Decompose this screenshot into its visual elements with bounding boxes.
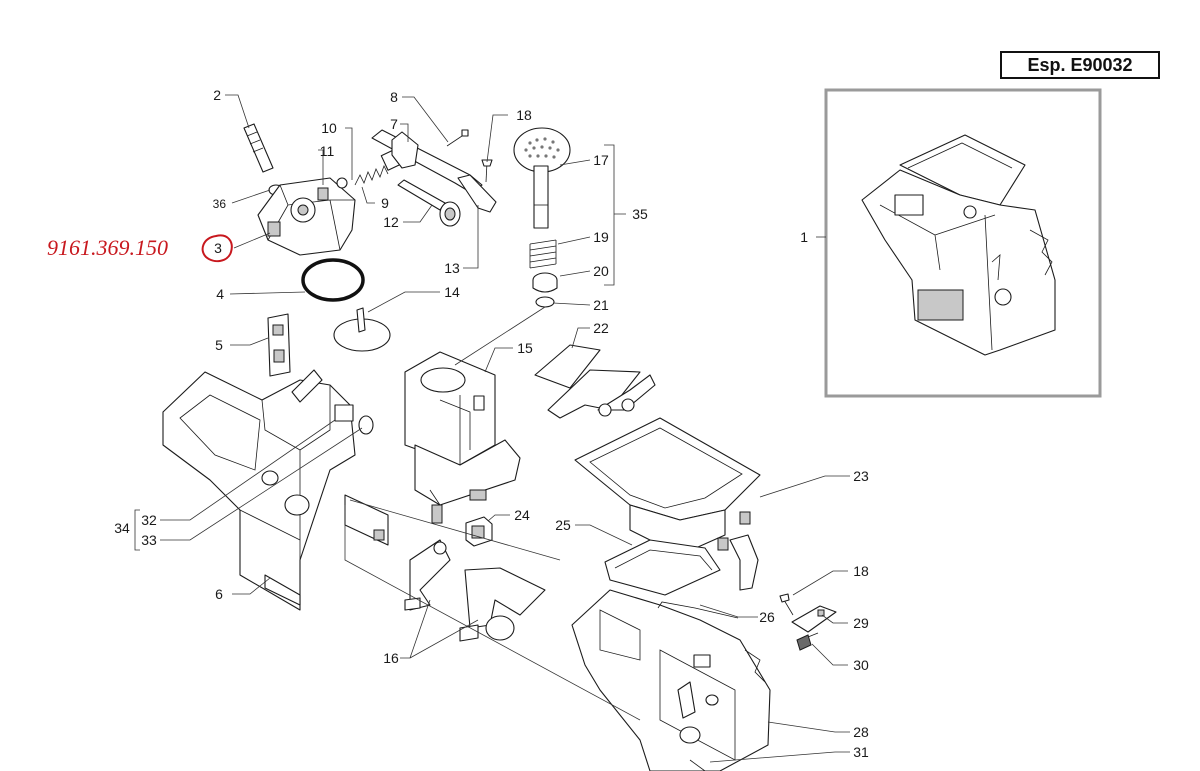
part-26-clip (657, 601, 739, 619)
part-8-screw (446, 129, 469, 147)
callout-18-right: 18 (853, 563, 869, 579)
callout-28: 28 (853, 724, 869, 740)
callout-19: 19 (593, 229, 609, 245)
part-3-grinder-head (257, 177, 356, 256)
callout-36: 36 (213, 197, 227, 211)
callout-16: 16 (383, 650, 399, 666)
part-7-bracket (371, 129, 497, 213)
callout-7: 7 (390, 116, 398, 132)
sheet-reference-text: Esp. E90032 (1027, 55, 1132, 75)
callout-11: 11 (320, 143, 335, 159)
callout-24: 24 (514, 507, 530, 523)
callout-26: 26 (759, 609, 775, 625)
part-30-spring (796, 632, 819, 651)
callout-8: 8 (390, 89, 398, 105)
part-31-screw (689, 759, 706, 771)
callout-5: 5 (215, 337, 223, 353)
part-code-highlight: 9161.369.150 (47, 234, 233, 263)
callout-20: 20 (593, 263, 609, 279)
part-4-large-oring (301, 258, 365, 302)
part-29-bracket (791, 605, 837, 633)
part-18-screw-top (481, 159, 493, 183)
callout-23: 23 (853, 468, 869, 484)
callout-9: 9 (381, 195, 389, 211)
callout-14: 14 (444, 284, 460, 300)
part-23-hopper (574, 417, 761, 556)
callout-22: 22 (593, 320, 609, 336)
callout-17: 17 (593, 152, 609, 168)
leader-lines (134, 94, 850, 763)
callout-3-circle (201, 234, 233, 263)
part-21-oring (535, 296, 555, 308)
callout-labels: 1 2 36 3 4 10 11 8 7 9 12 18 13 17 19 20… (114, 87, 869, 760)
part-24-block (465, 516, 493, 547)
part-2-shaft (243, 123, 274, 173)
sheet-reference: Esp. E90032 (1000, 51, 1160, 79)
callout-21: 21 (593, 297, 609, 313)
callout-15: 15 (517, 340, 533, 356)
part-25-chute (604, 534, 759, 596)
callout-6: 6 (215, 586, 223, 602)
part-15-housing (404, 351, 521, 524)
part-5-plate (267, 313, 291, 377)
part-14-disc (333, 307, 391, 352)
part-20-cap (532, 272, 558, 293)
part-6-main-frame (162, 369, 389, 611)
part-12-pin (397, 179, 461, 227)
callout-12: 12 (383, 214, 399, 230)
part-19-spring (529, 239, 557, 269)
assembly-inset (824, 88, 1102, 398)
part-10-ring (336, 177, 348, 189)
callout-31: 31 (853, 744, 869, 760)
callout-30: 30 (853, 657, 869, 673)
callout-34: 34 (114, 520, 130, 536)
callout-35: 35 (632, 206, 648, 222)
part-16-lever (404, 539, 546, 642)
callout-4: 4 (216, 286, 224, 302)
part-17-plunger (513, 127, 571, 229)
callout-13: 13 (444, 260, 460, 276)
callout-18-top: 18 (516, 107, 532, 123)
part-22-levers (534, 344, 656, 419)
part-code-text: 9161.369.150 (47, 235, 168, 260)
callout-1: 1 (800, 229, 808, 245)
part-18-screw-right (779, 593, 794, 616)
callout-32: 32 (141, 512, 157, 528)
callout-33: 33 (141, 532, 157, 548)
callout-3: 3 (214, 240, 222, 256)
callout-2: 2 (213, 87, 221, 103)
callout-10: 10 (321, 120, 337, 136)
callout-29: 29 (853, 615, 869, 631)
callout-25: 25 (555, 517, 571, 533)
